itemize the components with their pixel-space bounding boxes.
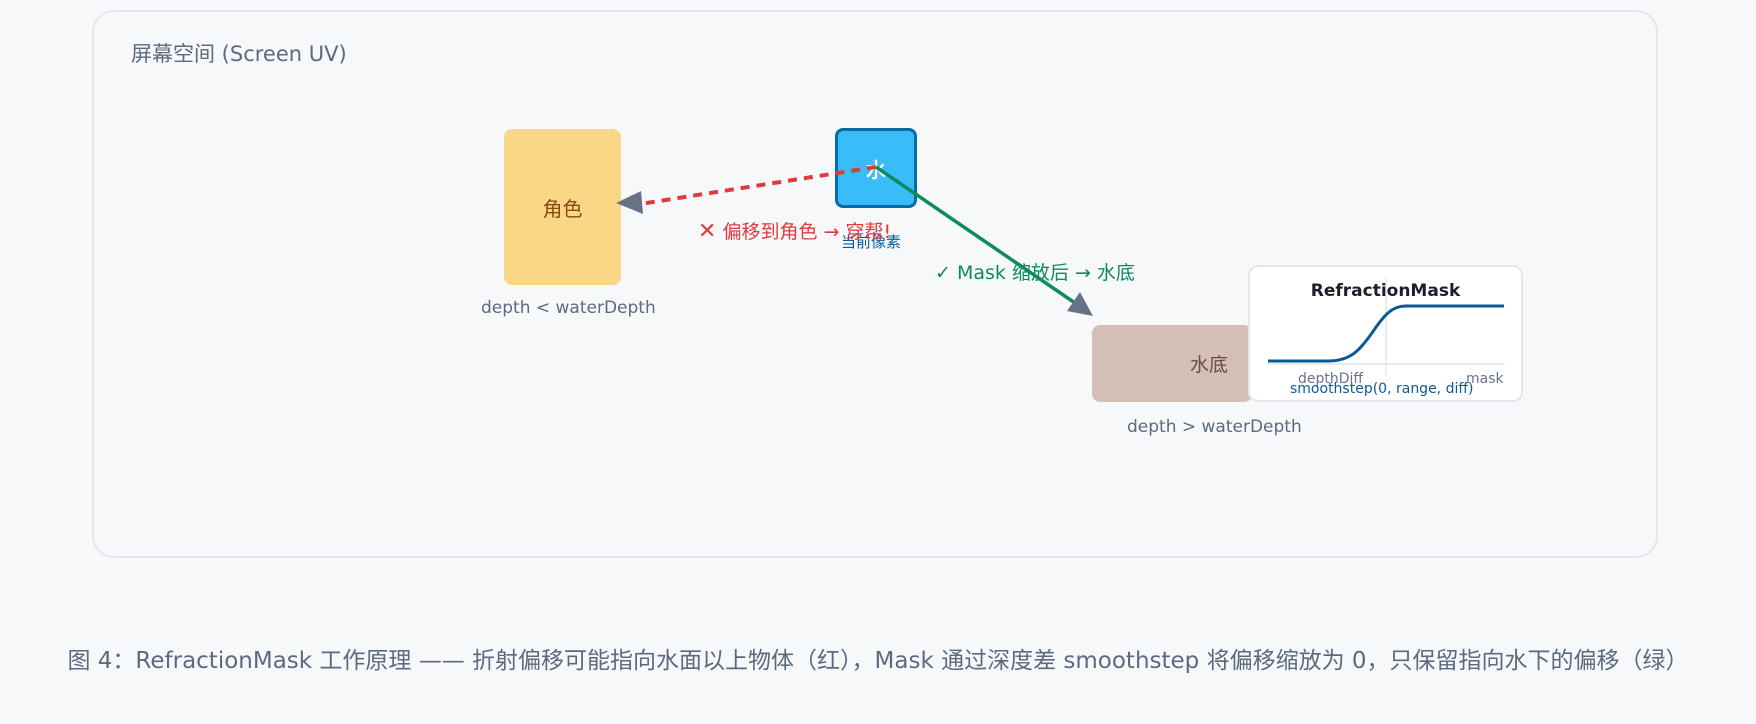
- cross-icon: ✕: [698, 219, 717, 244]
- mask-formula: smoothstep(0, range, diff): [1290, 381, 1474, 397]
- character-box: 角色: [504, 129, 621, 285]
- red-offset-text: 偏移到角色 → 穿帮!: [722, 221, 892, 243]
- water-bottom-label: 水底: [1189, 354, 1228, 376]
- red-offset-arrowhead: [616, 191, 643, 214]
- green-mask-label: ✓ Mask 缩放后 → 水底: [935, 262, 1135, 284]
- mask-y-label: mask: [1466, 371, 1504, 387]
- current-pixel-label: 当前像素: [841, 233, 902, 251]
- mask-card-title: RefractionMask: [1310, 281, 1461, 301]
- refraction-mask-card: RefractionMask depthDiff mask smoothstep…: [1248, 265, 1523, 402]
- green-mask-arrowhead: [1067, 292, 1093, 316]
- character-label: 角色: [542, 196, 583, 221]
- smoothstep-curve: [1268, 304, 1504, 363]
- red-offset-label: ✕ 偏移到角色 → 穿帮!: [698, 217, 891, 244]
- water-bottom-depth-label: depth > waterDepth: [1127, 417, 1302, 437]
- panel-title: 屏幕空间 (Screen UV): [131, 42, 347, 66]
- character-depth-label: depth < waterDepth: [481, 298, 656, 318]
- mask-curve-chart: [1268, 277, 1505, 375]
- red-offset-arrow-line: [639, 165, 877, 206]
- figure-caption: 图 4：RefractionMask 工作原理 —— 折射偏移可能指向水面以上物…: [67, 648, 1689, 674]
- water-label: 水: [866, 157, 886, 182]
- green-mask-arrow-line: [875, 165, 1076, 305]
- mask-x-label: depthDiff: [1298, 371, 1364, 387]
- water-bottom-box: 水底: [1092, 325, 1252, 402]
